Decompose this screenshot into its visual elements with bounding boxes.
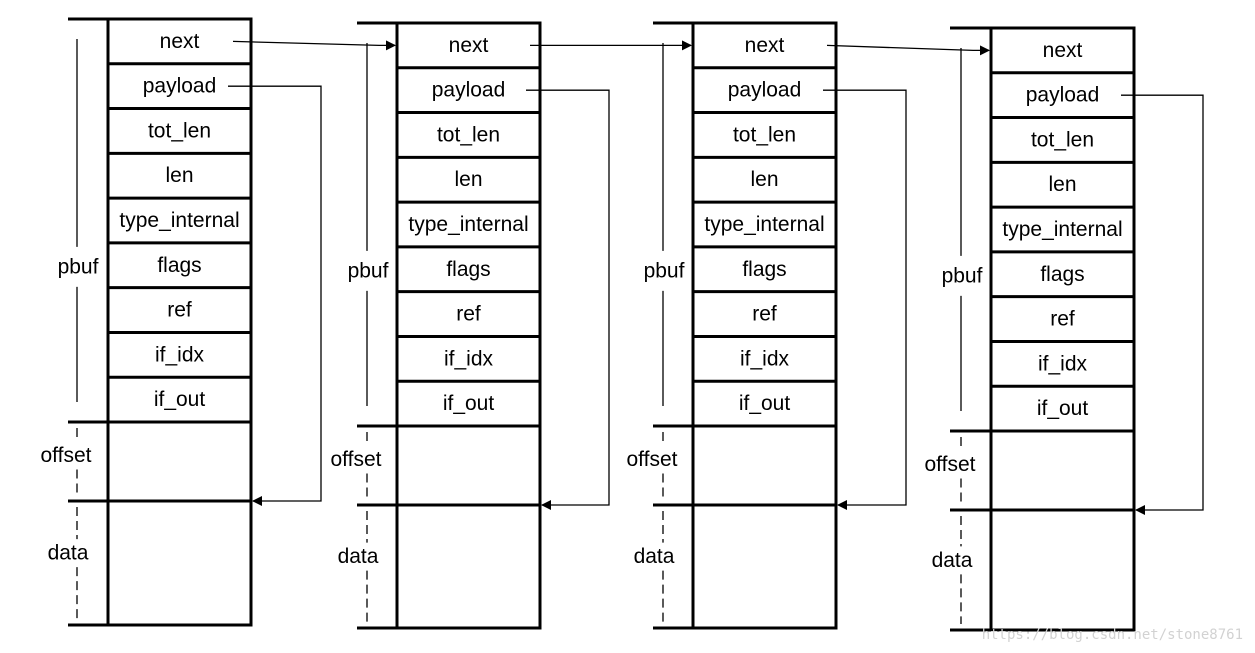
pbuf-label: pbuf bbox=[942, 264, 983, 287]
payload-pointer-arrow bbox=[526, 89, 610, 510]
pbuf-box bbox=[106, 17, 253, 627]
watermark: https://blog.csdn.net/stone8761 bbox=[981, 627, 1243, 643]
field-label-next: next bbox=[745, 34, 785, 57]
field-label-payload: payload bbox=[143, 75, 217, 98]
field-label-ref: ref bbox=[752, 303, 777, 326]
pbuf-box bbox=[691, 21, 838, 630]
next-pointer-arrow bbox=[826, 44, 990, 56]
field-label-flags: flags bbox=[446, 258, 490, 281]
field-label-tot-len: tot_len bbox=[733, 123, 796, 146]
field-label-if-idx: if_idx bbox=[1038, 352, 1088, 375]
pbuf-label: pbuf bbox=[58, 255, 99, 278]
field-label-next: next bbox=[449, 34, 489, 57]
data-label: data bbox=[932, 549, 973, 572]
field-label-type-internal: type_internal bbox=[119, 209, 239, 232]
field-label-len: len bbox=[454, 168, 482, 191]
field-label-tot-len: tot_len bbox=[1031, 128, 1094, 151]
field-label-tot-len: tot_len bbox=[437, 123, 500, 146]
offset-label: offset bbox=[925, 453, 976, 476]
pbuf-box bbox=[395, 21, 542, 630]
field-label-flags: flags bbox=[157, 254, 201, 277]
field-label-next: next bbox=[160, 30, 200, 53]
field-label-next: next bbox=[1043, 39, 1083, 62]
field-label-payload: payload bbox=[432, 79, 506, 102]
field-label-flags: flags bbox=[1040, 263, 1084, 286]
pbuf-label: pbuf bbox=[644, 259, 685, 282]
field-label-if-out: if_out bbox=[443, 392, 495, 415]
offset-label: offset bbox=[41, 444, 92, 467]
field-label-if-idx: if_idx bbox=[155, 343, 205, 366]
next-pointer-arrow bbox=[232, 40, 396, 51]
offset-label: offset bbox=[331, 448, 382, 471]
payload-pointer-arrow bbox=[1121, 94, 1204, 515]
field-label-if-out: if_out bbox=[739, 392, 791, 415]
data-label: data bbox=[634, 545, 675, 568]
field-label-ref: ref bbox=[456, 303, 481, 326]
field-label-tot-len: tot_len bbox=[148, 119, 211, 142]
field-label-flags: flags bbox=[742, 258, 786, 281]
field-label-if-idx: if_idx bbox=[740, 347, 790, 370]
data-label: data bbox=[338, 545, 379, 568]
payload-pointer-arrow bbox=[228, 85, 322, 506]
field-label-type-internal: type_internal bbox=[1002, 218, 1122, 241]
field-label-len: len bbox=[750, 168, 778, 191]
field-label-len: len bbox=[165, 164, 193, 187]
field-label-if-idx: if_idx bbox=[444, 347, 494, 370]
field-label-ref: ref bbox=[1050, 308, 1075, 331]
payload-pointer-arrow bbox=[823, 89, 907, 510]
pbuf-label: pbuf bbox=[348, 259, 389, 282]
field-label-len: len bbox=[1048, 173, 1076, 196]
field-label-payload: payload bbox=[728, 79, 802, 102]
offset-label: offset bbox=[627, 448, 678, 471]
field-label-ref: ref bbox=[167, 299, 192, 322]
data-label: data bbox=[48, 542, 89, 565]
field-label-type-internal: type_internal bbox=[408, 213, 528, 236]
field-label-if-out: if_out bbox=[154, 388, 206, 411]
field-label-if-out: if_out bbox=[1037, 397, 1089, 420]
field-label-type-internal: type_internal bbox=[704, 213, 824, 236]
field-label-payload: payload bbox=[1026, 84, 1100, 107]
pbuf-box bbox=[989, 26, 1136, 632]
